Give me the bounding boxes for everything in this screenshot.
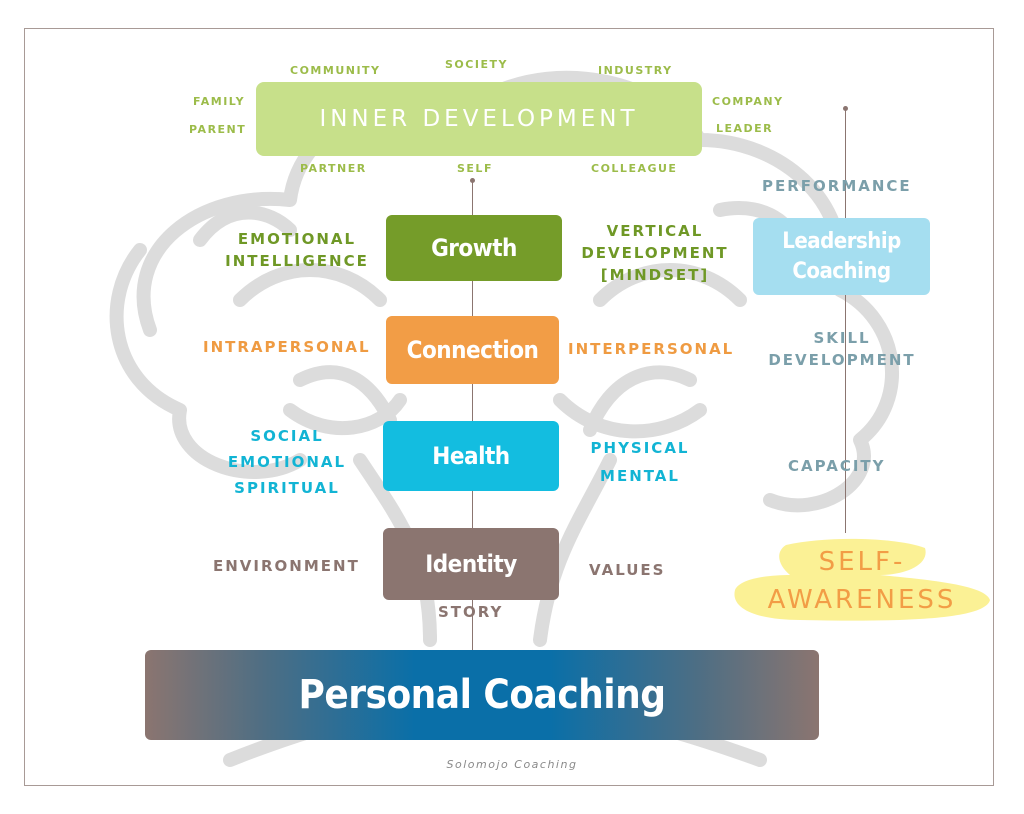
health-label: Health xyxy=(432,442,510,470)
connection-box: Connection xyxy=(386,316,559,384)
identity-label: Identity xyxy=(425,550,517,578)
label-company: COMPANY xyxy=(712,95,784,108)
diagram-frame xyxy=(24,28,994,786)
connection-right-label: INTERPERSONAL xyxy=(568,340,735,358)
identity-below-label: STORY xyxy=(438,603,504,621)
identity-right-label: VALUES xyxy=(589,561,666,579)
label-self: SELF xyxy=(457,162,493,175)
growth-label: Growth xyxy=(431,234,517,262)
skill-development-label: SKILL DEVELOPMENT xyxy=(768,329,916,369)
label-partner: PARTNER xyxy=(300,162,367,175)
right-stem-dot xyxy=(843,106,848,111)
inner-development-title: INNER DEVELOPMENT xyxy=(319,106,639,132)
performance-label: PERFORMANCE xyxy=(762,177,912,195)
label-family: FAMILY xyxy=(193,95,246,108)
identity-box: Identity xyxy=(383,528,559,600)
health-box: Health xyxy=(383,421,559,491)
label-colleague: COLLEAGUE xyxy=(591,162,678,175)
connection-left-label: INTRAPERSONAL xyxy=(203,338,371,356)
self-awareness-label: SELF- AWARENESS xyxy=(767,547,957,615)
center-stem-line xyxy=(472,180,473,650)
leadership-label-line1: Leadership xyxy=(782,228,901,254)
growth-box: Growth xyxy=(386,215,562,281)
label-community: COMMUNITY xyxy=(290,64,381,77)
label-leader: LEADER xyxy=(716,122,774,135)
health-right-label: PHYSICAL MENTAL xyxy=(590,439,690,485)
footer-credit: Solomojo Coaching xyxy=(446,758,578,771)
center-stem-dot xyxy=(470,178,475,183)
label-parent: PARENT xyxy=(189,123,247,136)
leadership-label-line2: Coaching xyxy=(792,258,891,284)
right-stem-line xyxy=(845,108,846,533)
label-industry: INDUSTRY xyxy=(598,64,673,77)
personal-coaching-label: Personal Coaching xyxy=(298,672,666,718)
leadership-coaching-box: Leadership Coaching xyxy=(753,218,930,295)
health-left-label: SOCIAL EMOTIONAL SPIRITUAL xyxy=(227,427,347,497)
personal-coaching-box: Personal Coaching xyxy=(145,650,819,740)
inner-development-box: INNER DEVELOPMENT xyxy=(256,82,702,156)
identity-left-label: ENVIRONMENT xyxy=(213,557,360,575)
connection-label: Connection xyxy=(406,336,539,364)
growth-left-label: EMOTIONAL INTELLIGENCE xyxy=(225,230,369,270)
growth-right-label: VERTICAL DEVELOPMENT [MINDSET] xyxy=(581,222,729,284)
capacity-label: CAPACITY xyxy=(788,457,886,475)
label-society: SOCIETY xyxy=(445,58,508,71)
